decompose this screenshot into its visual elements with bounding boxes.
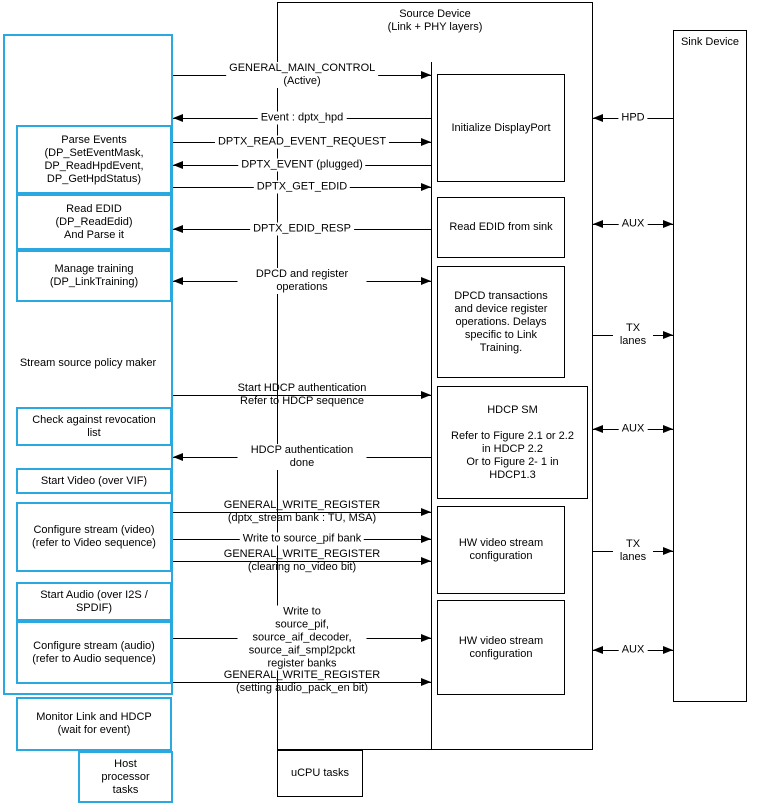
- link-arrow-tx-lanes-2: TX lanes: [593, 538, 673, 564]
- arrowhead-right-icon: [421, 634, 431, 642]
- arrowhead-right-icon: [663, 646, 673, 654]
- link-label: AUX: [618, 643, 648, 657]
- message-label: GENERAL_WRITE_REGISTER (setting audio_pa…: [223, 669, 381, 694]
- configure-stream-audio-box: Configure stream (audio) (refer to Audio…: [16, 621, 172, 684]
- link-arrow-tx-lanes-1: TX lanes: [593, 322, 673, 348]
- parse-events-box: Parse Events (DP_SetEventMask, DP_ReadHp…: [16, 125, 172, 194]
- arrowhead-right-icon: [663, 547, 673, 555]
- message-arrow-general-write-register-no-video: GENERAL_WRITE_REGISTER (clearing no_vide…: [173, 548, 431, 573]
- hw-video-stream-config-box-2: HW video stream configuration: [437, 600, 565, 695]
- arrowhead-left-icon: [173, 277, 183, 285]
- arrowhead-left-icon: [173, 225, 183, 233]
- message-arrow-dpcd-register-operations: DPCD and register operations: [173, 268, 431, 294]
- link-arrow-aux-1: AUX: [593, 217, 673, 231]
- message-arrow-dptx-event-plugged: DPTX_EVENT (plugged): [173, 158, 431, 172]
- monitor-link-hdcp-box: Monitor Link and HDCP (wait for event): [16, 697, 172, 751]
- arrowhead-left-icon: [173, 453, 183, 461]
- message-label: DPTX_EVENT (plugged): [238, 158, 366, 172]
- message-label: Write to source_pif, source_aif_decoder,…: [237, 605, 367, 671]
- message-label: DPTX_EDID_RESP: [250, 222, 354, 236]
- message-arrow-event-dptx-hpd: Event : dptx_hpd: [173, 111, 431, 125]
- arrowhead-right-icon: [421, 183, 431, 191]
- stream-source-policy-maker-label: Stream source policy maker: [19, 357, 157, 369]
- arrowhead-left-icon: [593, 114, 603, 122]
- link-label: TX lanes: [613, 538, 653, 564]
- message-arrow-write-source-pif: Write to source_pif bank: [173, 532, 431, 546]
- arrowhead-right-icon: [421, 71, 431, 79]
- arrowhead-right-icon: [421, 678, 431, 686]
- message-label: DPTX_GET_EDID: [253, 180, 351, 194]
- message-label: Event : dptx_hpd: [257, 111, 347, 125]
- message-arrow-dptx-get-edid: DPTX_GET_EDID: [173, 180, 431, 194]
- arrowhead-right-icon: [663, 425, 673, 433]
- message-arrow-general-main-control: GENERAL_MAIN_CONTROL (Active): [173, 62, 431, 88]
- host-processor-outer-box: [3, 34, 173, 695]
- arrowhead-right-icon: [421, 138, 431, 146]
- arrow-line: [173, 395, 431, 396]
- message-label: Write to source_pif bank: [239, 532, 365, 546]
- link-label: TX lanes: [613, 322, 653, 348]
- arrowhead-right-icon: [421, 535, 431, 543]
- dpcd-transactions-box: DPCD transactions and device register op…: [437, 266, 565, 378]
- configure-stream-video-box: Configure stream (video) (refer to Video…: [16, 502, 172, 572]
- arrowhead-left-icon: [593, 425, 603, 433]
- arrowhead-left-icon: [173, 161, 183, 169]
- link-arrow-aux-3: AUX: [593, 643, 673, 657]
- ucpu-tasks-box: uCPU tasks: [277, 750, 363, 797]
- message-arrow-hdcp-authentication-done: HDCP authentication done: [173, 444, 431, 470]
- link-label: HPD: [618, 111, 648, 125]
- initialize-displayport-box: Initialize DisplayPort: [437, 74, 565, 182]
- arrow-line: [173, 682, 431, 683]
- link-label: AUX: [618, 422, 648, 436]
- sink-device-box: Sink Device: [673, 30, 747, 702]
- start-audio-box: Start Audio (over I2S / SPDIF): [16, 582, 172, 621]
- message-arrow-general-write-register-stream: GENERAL_WRITE_REGISTER (dptx_stream bank…: [173, 499, 431, 524]
- source-device-box: Source Device (Link + PHY layers): [277, 2, 593, 750]
- message-label: GENERAL_WRITE_REGISTER (clearing no_vide…: [223, 548, 381, 573]
- arrow-line: [173, 512, 431, 513]
- link-label: AUX: [618, 217, 648, 231]
- arrowhead-right-icon: [421, 277, 431, 285]
- manage-training-box: Manage training (DP_LinkTraining): [16, 250, 172, 302]
- arrowhead-left-icon: [593, 646, 603, 654]
- start-video-box: Start Video (over VIF): [16, 468, 172, 494]
- arrowhead-right-icon: [421, 391, 431, 399]
- arrowhead-left-icon: [593, 220, 603, 228]
- arrowhead-right-icon: [663, 331, 673, 339]
- hw-video-stream-config-box-1: HW video stream configuration: [437, 506, 565, 594]
- host-processor-tasks-box: Host processor tasks: [78, 751, 173, 803]
- message-label: DPCD and register operations: [237, 268, 367, 294]
- message-arrow-dptx-read-event-request: DPTX_READ_EVENT_REQUEST: [173, 135, 431, 149]
- message-label: DPTX_READ_EVENT_REQUEST: [214, 135, 390, 149]
- message-arrow-general-write-register-audio-pack: GENERAL_WRITE_REGISTER (setting audio_pa…: [173, 669, 431, 694]
- message-label: GENERAL_WRITE_REGISTER (dptx_stream bank…: [223, 499, 381, 524]
- link-arrow-aux-2: AUX: [593, 422, 673, 436]
- read-edid-box: Read EDID (DP_ReadEdid) And Parse it: [16, 194, 172, 250]
- arrowhead-right-icon: [421, 508, 431, 516]
- arrowhead-left-icon: [173, 114, 183, 122]
- arrowhead-right-icon: [663, 220, 673, 228]
- arrowhead-right-icon: [421, 557, 431, 565]
- link-arrow-hpd: HPD: [593, 111, 673, 125]
- message-arrow-dptx-edid-resp: DPTX_EDID_RESP: [173, 222, 431, 236]
- message-label: GENERAL_MAIN_CONTROL (Active): [226, 62, 378, 88]
- check-revocation-box: Check against revocation list: [16, 407, 172, 446]
- hdcp-sm-box: HDCP SM Refer to Figure 2.1 or 2.2 in HD…: [437, 386, 588, 499]
- read-edid-from-sink-box: Read EDID from sink: [437, 197, 565, 258]
- message-label: HDCP authentication done: [237, 444, 367, 470]
- arrow-line: [173, 561, 431, 562]
- ucpu-interface-line: [431, 62, 432, 750]
- message-label: Start HDCP authentication Refer to HDCP …: [237, 382, 367, 407]
- message-arrow-write-audio-register-banks: Write to source_pif, source_aif_decoder,…: [173, 605, 431, 671]
- message-arrow-start-hdcp-authentication: Start HDCP authentication Refer to HDCP …: [173, 382, 431, 407]
